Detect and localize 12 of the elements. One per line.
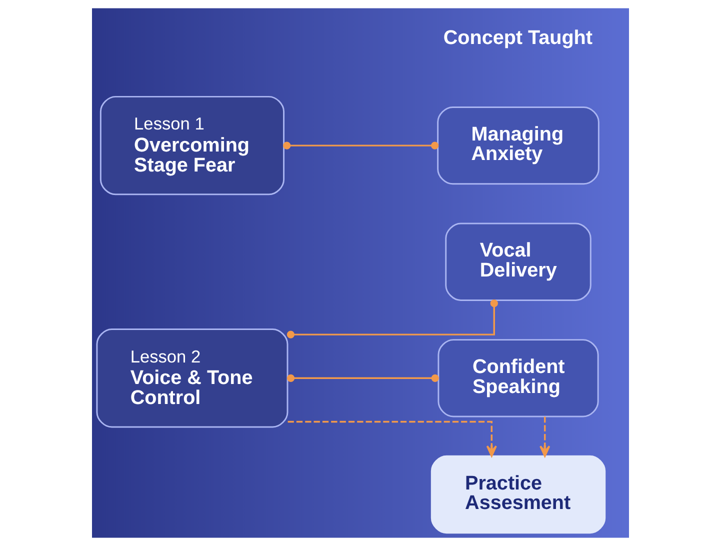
connector — [283, 142, 439, 150]
node-box: Vocal Delivery — [445, 222, 592, 301]
node-box: Practice Assesment — [430, 455, 606, 534]
node-box: Lesson 2 Voice & Tone Control — [96, 328, 288, 428]
arrow — [288, 420, 497, 457]
connector — [286, 374, 439, 382]
node-box: Lesson 1 Overcoming Stage Fear — [100, 96, 285, 196]
node-box: Managing Anxiety — [437, 106, 600, 185]
arrow — [540, 416, 550, 457]
node-box: Confident Speaking — [438, 339, 599, 418]
connector — [286, 299, 498, 338]
label: Concept Taught — [443, 26, 592, 49]
